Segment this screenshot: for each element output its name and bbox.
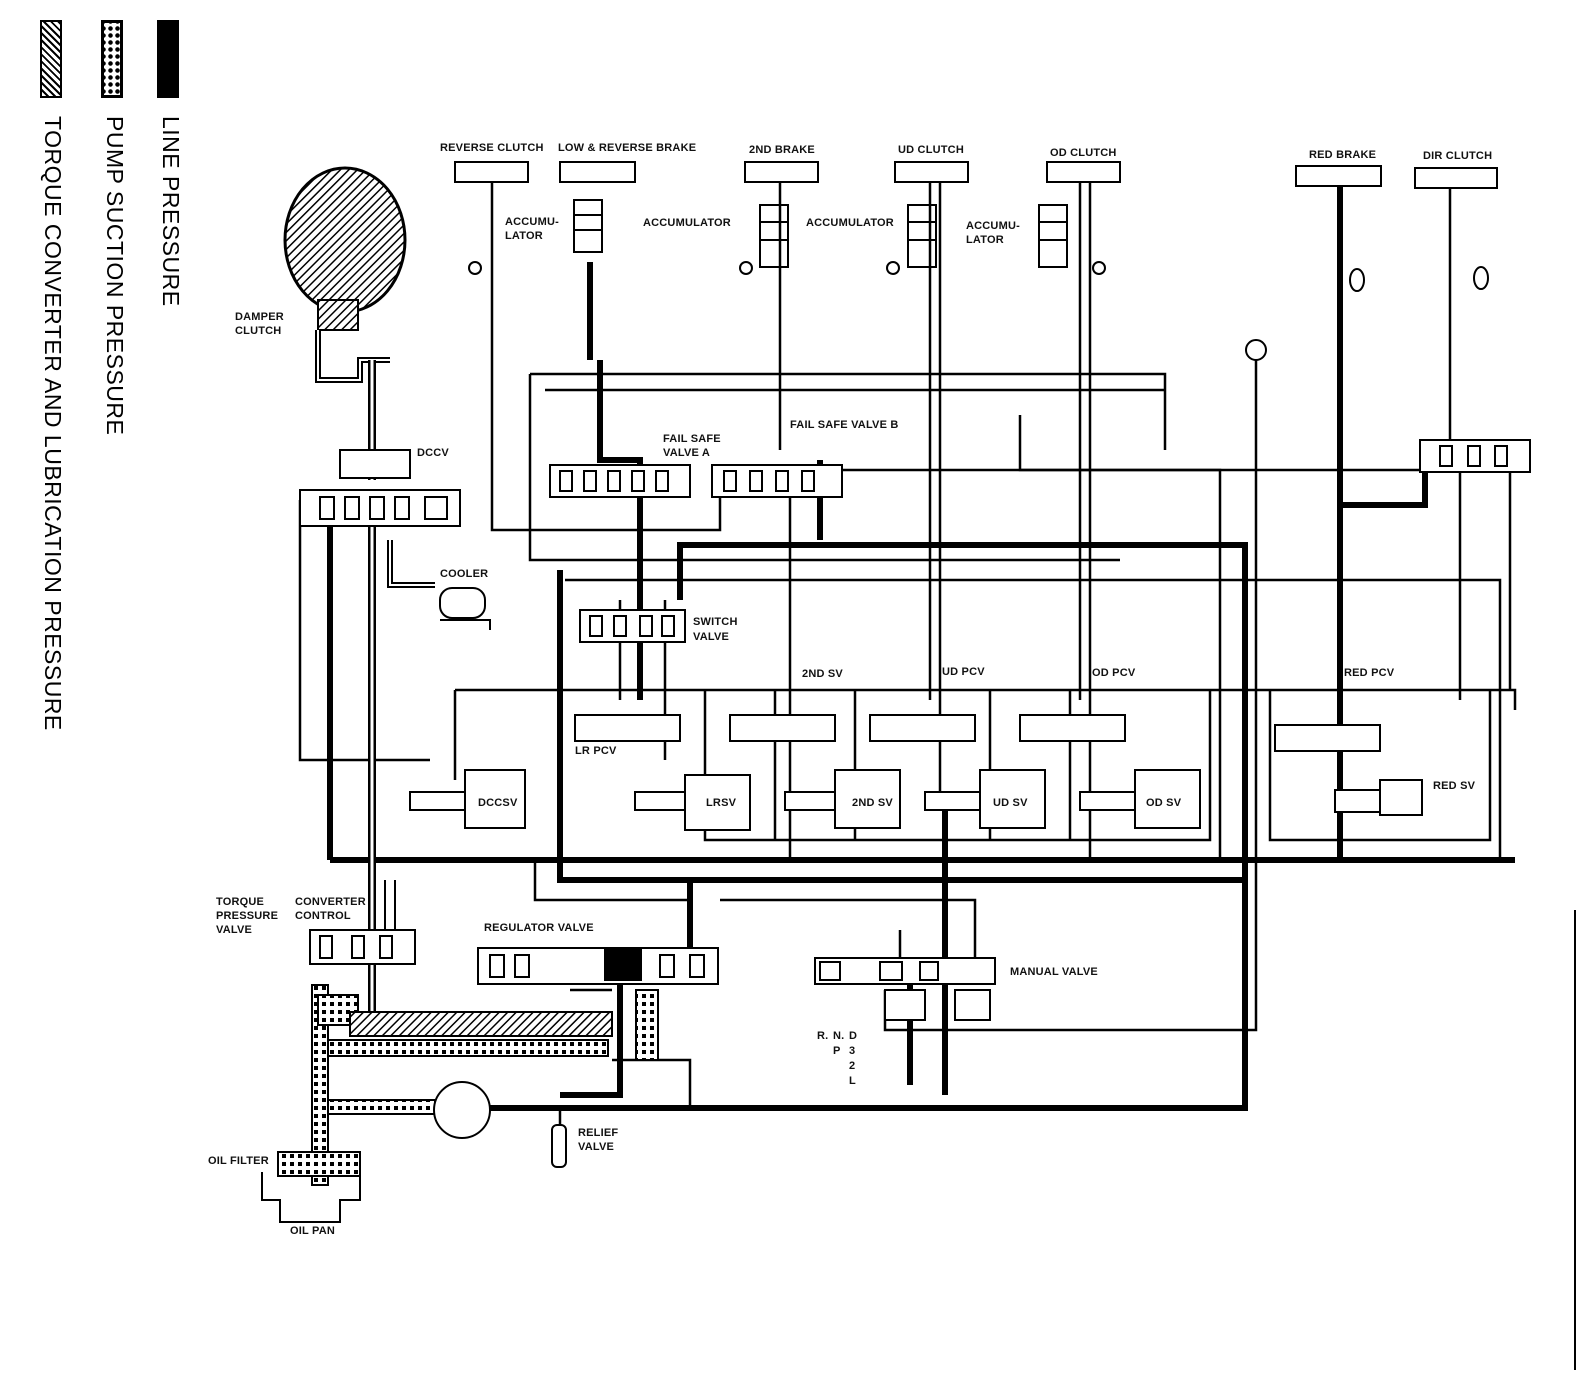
label-fail-safe-b: FAIL SAFE VALVE B	[790, 419, 899, 431]
top-components	[454, 161, 1498, 189]
label-oil-pan: OIL PAN	[290, 1225, 335, 1237]
label-torque-pressure-3: VALVE	[216, 924, 253, 936]
label-od-pcv: OD PCV	[1092, 667, 1136, 679]
label-od-clutch: OD CLUTCH	[1050, 147, 1117, 159]
label-accumulator-2: ACCUMULATOR	[643, 217, 731, 229]
label-lrsv: LRSV	[706, 797, 737, 809]
label-dccsv: DCCSV	[478, 797, 518, 809]
label-damper-clutch-a: DAMPER	[235, 311, 284, 323]
label-2nd-brake: 2ND BRAKE	[749, 144, 815, 156]
label-switch-valve-2: VALVE	[693, 631, 730, 643]
accumulators	[468, 199, 1489, 361]
label-converter-control-2: CONTROL	[295, 910, 351, 922]
label-shift-n: N.	[833, 1030, 845, 1042]
label-shift-r: R.	[817, 1030, 829, 1042]
label-shift-3: 3	[849, 1045, 856, 1057]
label-switch-valve-1: SWITCH	[693, 616, 738, 628]
label-ud-sv: UD SV	[993, 797, 1028, 809]
label-damper-clutch-b: CLUTCH	[235, 325, 282, 337]
label-fail-safe-a-1: FAIL SAFE	[663, 433, 721, 445]
label-red-brake: RED BRAKE	[1309, 149, 1377, 161]
label-accumulator-1b: LATOR	[505, 230, 543, 242]
label-regulator-valve: REGULATOR VALVE	[484, 922, 594, 934]
label-shift-p: P	[833, 1045, 841, 1057]
label-relief-1: RELIEF	[578, 1127, 619, 1139]
label-converter-control-1: CONVERTER	[295, 896, 366, 908]
label-manual-valve: MANUAL VALVE	[1010, 966, 1098, 978]
label-cooler: COOLER	[440, 568, 489, 580]
label-low-reverse-brake: LOW & REVERSE BRAKE	[558, 142, 697, 154]
label-red-pcv: RED PCV	[1344, 667, 1395, 679]
label-torque-pressure-2: PRESSURE	[216, 910, 279, 922]
label-oil-filter: OIL FILTER	[208, 1155, 269, 1167]
torque-converter	[283, 166, 407, 383]
label-red-sv: RED SV	[1433, 780, 1476, 792]
label-od-sv: OD SV	[1146, 797, 1182, 809]
label-relief-2: VALVE	[578, 1141, 615, 1153]
label-accumulator-3: ACCUMULATOR	[806, 217, 894, 229]
label-lr-pcv: LR PCV	[575, 745, 617, 757]
label-reverse-clutch: REVERSE CLUTCH	[440, 142, 544, 154]
label-shift-l: L	[849, 1075, 856, 1087]
label-ud-clutch: UD CLUTCH	[898, 144, 964, 156]
label-accumulator-1a: ACCUMU-	[505, 216, 559, 228]
pump-suction-swatch	[101, 20, 123, 98]
label-fail-safe-a-2: VALVE A	[663, 447, 711, 459]
label-accumulator-4b: LATOR	[966, 234, 1004, 246]
page-edge-rule	[1574, 910, 1576, 1370]
pump-suction-lines	[311, 984, 659, 1186]
label-2nd-sv: 2ND SV	[852, 797, 893, 809]
line-pressure-lines	[327, 186, 1515, 1111]
line-pressure-swatch	[157, 20, 179, 98]
label-dccv: DCCV	[417, 447, 449, 459]
label-shift-d: D	[849, 1030, 858, 1042]
valve-bodies	[261, 439, 1531, 1223]
label-ud-pcv: UD PCV	[942, 666, 985, 678]
torque-lube-swatch	[40, 20, 62, 98]
label-accumulator-4a: ACCUMU-	[966, 220, 1020, 232]
label-shift-2: 2	[849, 1060, 856, 1072]
label-dir-clutch: DIR CLUTCH	[1423, 150, 1493, 162]
label-torque-pressure-1: TORQUE	[216, 896, 265, 908]
label-2nd-sv-top: 2ND SV	[802, 668, 843, 680]
